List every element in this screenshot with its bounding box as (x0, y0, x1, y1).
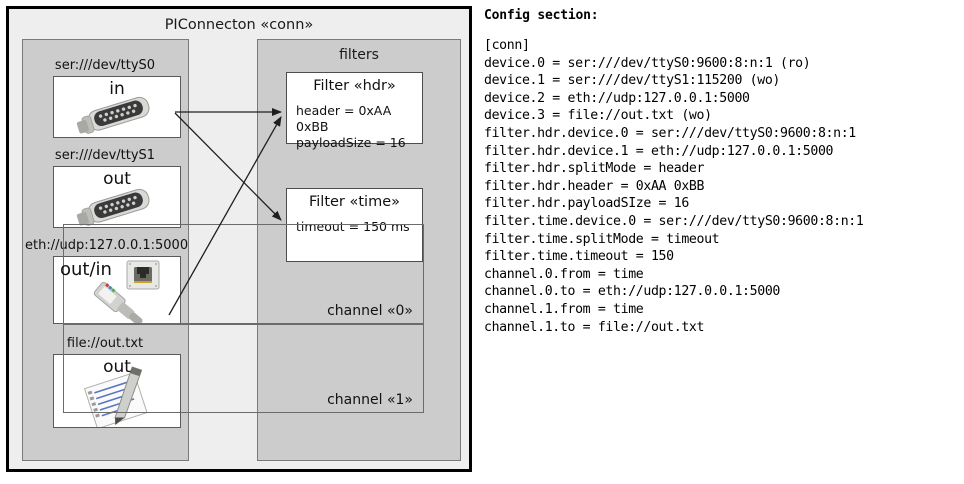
device-label-file: file://out.txt (66, 336, 144, 351)
filter-prop: header = 0xAA 0xBB (296, 103, 392, 134)
device-direction-label: out/in (60, 259, 112, 280)
device-box-ttys1[interactable]: out (53, 166, 181, 228)
channel-frame-0: channel «0» (63, 224, 424, 324)
filter-box-hdr[interactable]: Filter «hdr» header = 0xAA 0xBB payloadS… (286, 72, 423, 150)
serial-port-icon (54, 77, 180, 137)
config-section: Config section: [conn] device.0 = ser://… (484, 8, 954, 336)
channel-frame-1: channel «1» (63, 324, 424, 413)
page-title: PIConnecton «conn» (164, 17, 314, 33)
device-box-eth[interactable]: out/in (53, 256, 181, 324)
device-label-eth: eth://udp:127.0.0.1:5000 (25, 238, 189, 253)
devices-panel: ser:///dev/ttyS0 in (22, 39, 189, 461)
ethernet-jack-icon (54, 257, 180, 323)
config-text: [conn] device.0 = ser:///dev/ttyS0:9600:… (484, 38, 864, 335)
device-label-ttys0: ser:///dev/ttyS0 (54, 58, 156, 73)
channel-label: channel «1» (327, 392, 413, 408)
filter-prop: payloadSize = 16 (296, 135, 406, 150)
filter-props: timeout = 150 ms (296, 219, 410, 235)
device-box-file[interactable]: out (53, 354, 181, 428)
device-box-ttys0[interactable]: in (53, 76, 181, 138)
connector-diagram: PIConnecton «conn» ser:///dev/ttyS0 in (6, 6, 472, 472)
filters-panel-title: filters (339, 47, 379, 63)
filter-title: Filter «time» (308, 194, 401, 210)
serial-port-icon (54, 167, 180, 227)
device-label-ttys1: ser:///dev/ttyS1 (54, 148, 156, 163)
filters-panel: filters Filter «hdr» header = 0xAA 0xBB … (63, 39, 461, 461)
filter-box-time[interactable]: Filter «time» timeout = 150 ms (286, 188, 423, 262)
filter-prop: timeout = 150 ms (296, 219, 410, 234)
text-file-icon (54, 355, 180, 427)
filter-title: Filter «hdr» (313, 78, 396, 94)
channel-label: channel «0» (327, 303, 413, 319)
device-direction-label: in (109, 79, 125, 99)
device-direction-label: out (103, 357, 131, 377)
device-direction-label: out (103, 169, 131, 189)
filter-props: header = 0xAA 0xBB payloadSize = 16 (296, 103, 422, 151)
config-heading: Config section: (484, 8, 599, 23)
